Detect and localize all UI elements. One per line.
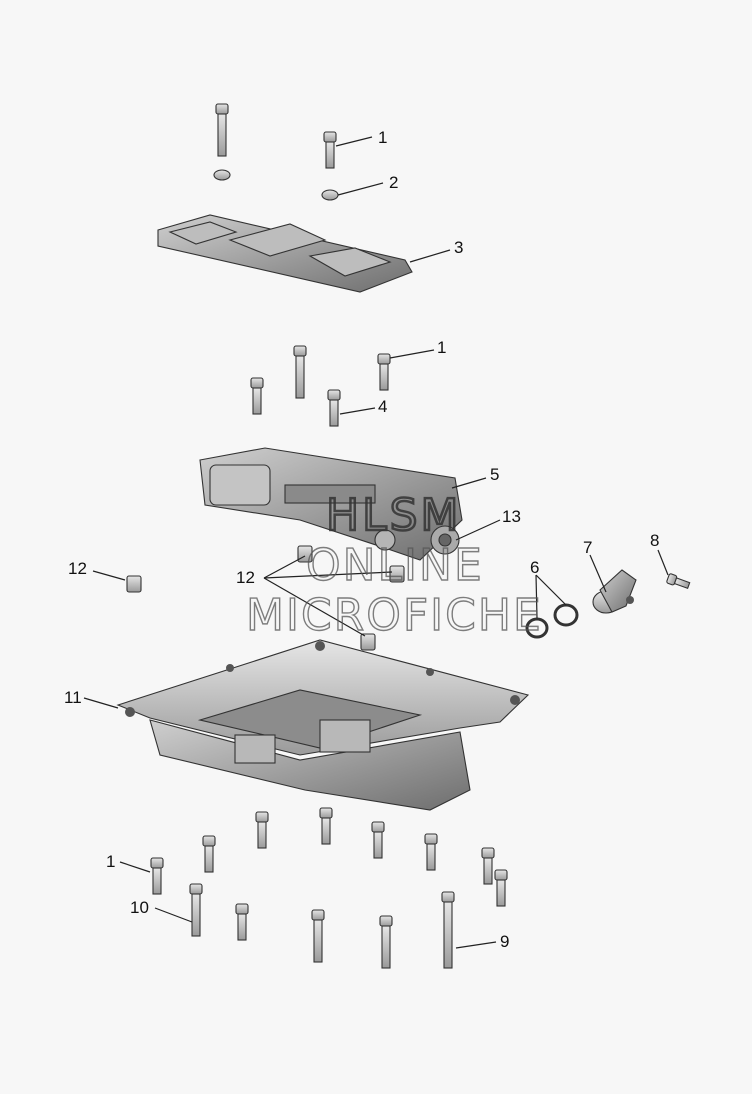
callout-3: 3 — [454, 238, 463, 257]
bolt-icon — [189, 883, 203, 937]
bolt-icon — [255, 811, 269, 849]
callout-9: 9 — [500, 932, 509, 951]
callout-1: 1 — [437, 338, 446, 357]
dowel-icon — [389, 565, 405, 583]
washer-icon — [213, 169, 231, 181]
washers-top — [213, 169, 339, 201]
bolt-icon — [323, 131, 337, 169]
callout-12: 12 — [236, 568, 255, 587]
callout-10: 10 — [130, 898, 149, 917]
top-bolts — [215, 103, 337, 169]
bolt-icon — [494, 869, 508, 907]
bolt-icon — [215, 103, 229, 157]
bolt-icon — [424, 833, 438, 871]
bolt-icon — [250, 377, 264, 415]
leader-lines — [83, 136, 669, 949]
callout-12: 12 — [68, 559, 87, 578]
callout-labels: 1 2 3 1 4 5 13 8 7 6 12 12 11 1 10 9 — [64, 128, 659, 951]
bolt-icon — [202, 835, 216, 873]
bolt-icon — [293, 345, 307, 399]
small-screw — [666, 573, 691, 590]
callout-5: 5 — [490, 465, 499, 484]
bolt-icon — [441, 891, 455, 969]
callout-11: 11 — [64, 688, 82, 707]
baffle-plate — [157, 214, 413, 293]
oil-fitting — [592, 569, 637, 614]
bolt-icon — [311, 909, 325, 963]
callout-8: 8 — [650, 531, 659, 550]
middle-bolts — [250, 345, 391, 427]
bolt-icon — [235, 903, 249, 941]
watermark-line-2: ONLINE — [306, 540, 484, 591]
bolt-icon — [377, 353, 391, 391]
callout-1: 1 — [106, 852, 115, 871]
bolt-icon — [319, 807, 333, 845]
watermark-line-3: MICROFICHE — [246, 590, 543, 641]
callout-4: 4 — [378, 397, 387, 416]
bolt-icon — [371, 821, 385, 859]
callout-6: 6 — [530, 558, 539, 577]
watermark-line-1: HLSM — [326, 490, 462, 541]
watermark: HLSM ONLINE MICROFICHE — [245, 489, 543, 642]
bolt-icon — [150, 857, 164, 895]
dowel-icon — [126, 575, 142, 593]
callout-7: 7 — [583, 538, 592, 557]
o-ring-icon — [553, 603, 579, 627]
bolt-icon — [327, 389, 341, 427]
dowel-icon — [360, 633, 376, 651]
washer-icon — [321, 189, 339, 201]
callout-1: 1 — [378, 128, 387, 147]
bottom-bolts — [150, 807, 508, 969]
bolt-icon — [379, 915, 393, 969]
bolt-icon — [481, 847, 495, 885]
oil-pump — [199, 447, 463, 561]
oil-pan — [116, 639, 530, 811]
callout-2: 2 — [389, 173, 398, 192]
o-ring-icon — [525, 617, 549, 639]
callout-13: 13 — [502, 507, 521, 526]
